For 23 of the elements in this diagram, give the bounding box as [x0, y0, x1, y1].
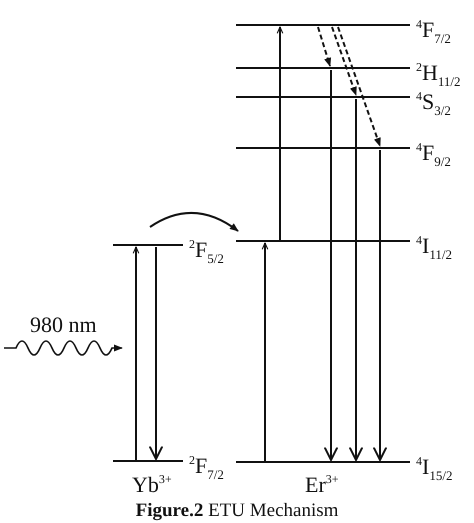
dashed-arrow [337, 26, 381, 147]
transition-arrow [348, 99, 364, 461]
level-label: $^{4}$F$_{7/2}$ [416, 16, 451, 48]
ion-label: Er$^{3+}$ [305, 471, 339, 496]
ion-label: Yb$^{3+}$ [132, 471, 172, 496]
curved-arrow [149, 212, 239, 232]
dashed-arrow [331, 26, 357, 96]
figure-caption: Figure.2 ETU Mechanism [134, 500, 340, 522]
level-label: $^{4}$I$_{15/2}$ [416, 453, 452, 485]
level-label: $^{4}$S$_{3/2}$ [416, 88, 451, 120]
level-label: $^{2}$F$_{7/2}$ [189, 452, 224, 484]
level-label: $^{2}$F$_{5/2}$ [189, 236, 224, 268]
transition-arrow [372, 150, 388, 461]
transition-arrow [148, 247, 164, 460]
level-label: $^{4}$I$_{11/2}$ [416, 232, 452, 264]
level-label: $^{4}$F$_{9/2}$ [416, 139, 451, 171]
transition-arrow [324, 70, 338, 461]
transition-arrow [132, 246, 140, 460]
transition-arrow [276, 26, 284, 240]
wavelength-label: 980 nm [30, 312, 97, 338]
level-label: $^{2}$H$_{11/2}$ [416, 59, 461, 91]
dashed-arrow [317, 26, 332, 67]
transition-arrow [262, 242, 268, 461]
